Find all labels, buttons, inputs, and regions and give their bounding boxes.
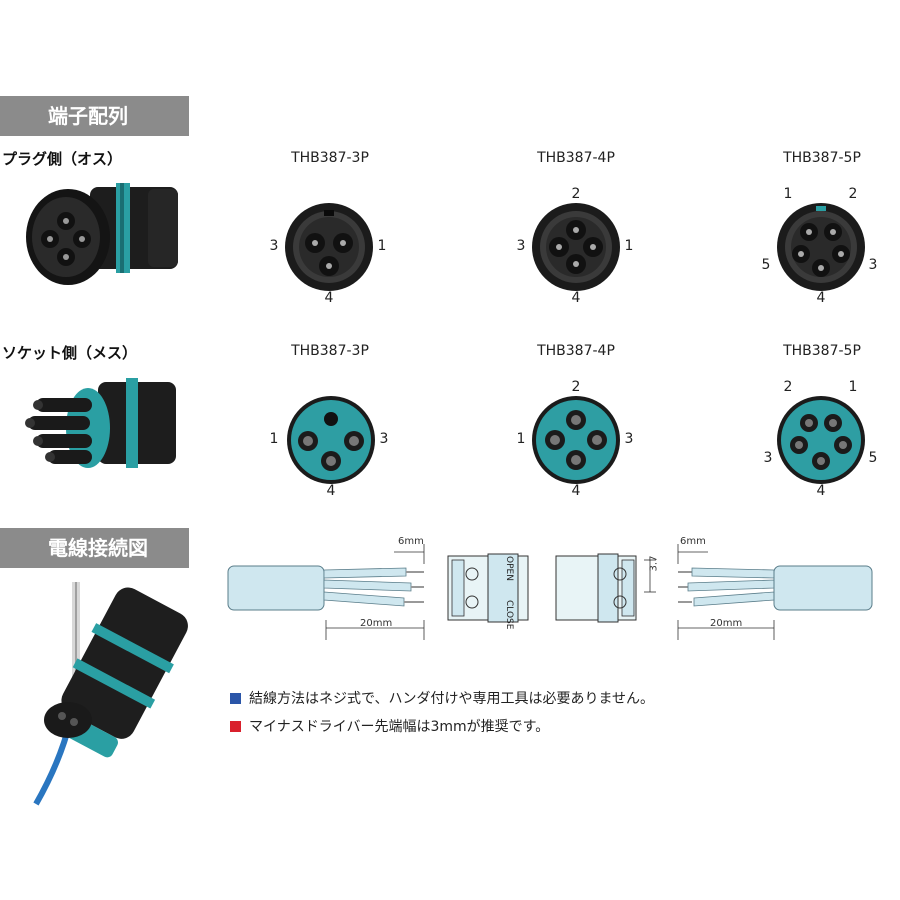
open-label: OPEN xyxy=(504,556,514,581)
socket-3p-pin-left: 1 xyxy=(269,431,279,447)
plug-3p-pin-bottom: 4 xyxy=(324,290,334,306)
plug-4p-face xyxy=(532,203,620,291)
socket-model-5p: THB387-5P xyxy=(783,343,861,359)
dim-gap: 3.7 xyxy=(648,555,660,572)
plug-4p-pin-left: 3 xyxy=(516,238,526,254)
plug-4p-pin-bottom: 4 xyxy=(571,290,581,306)
socket-side-label: ソケット側（メス） xyxy=(2,344,138,362)
note-wiring-method: 結線方法はネジ式で、ハンダ付けや専用工具は必要ありません。 xyxy=(230,688,654,708)
wiring-connector-photo xyxy=(33,582,188,806)
socket-5p-pin-top-right: 1 xyxy=(848,379,858,395)
socket-3p-pin-right: 3 xyxy=(379,431,389,447)
plug-3p-pin-right: 1 xyxy=(377,238,387,254)
dim-strip-right: 6mm xyxy=(680,536,706,547)
socket-4p-face xyxy=(532,396,620,484)
plug-connector-photo xyxy=(26,183,178,285)
note-screwdriver: マイナスドライバー先端幅は3mmが推奨です。 xyxy=(230,716,549,736)
plug-5p-pin-left: 5 xyxy=(761,257,771,273)
wiring-diagram: CLOSE OPEN xyxy=(227,544,873,640)
plug-model-4p: THB387-4P xyxy=(537,150,615,166)
socket-4p-pin-left: 1 xyxy=(516,431,526,447)
socket-5p-pin-top-left: 2 xyxy=(783,379,793,395)
plug-3p-pin-left: 3 xyxy=(269,238,279,254)
plug-4p-pin-right: 1 xyxy=(624,238,634,254)
plug-model-5p: THB387-5P xyxy=(783,150,861,166)
plug-5p-pin-right: 3 xyxy=(868,257,878,273)
socket-5p-face xyxy=(777,396,865,484)
blue-square-icon xyxy=(230,693,241,704)
socket-5p-pin-bottom: 4 xyxy=(816,483,826,499)
close-label: CLOSE xyxy=(504,600,514,630)
plug-model-3p: THB387-3P xyxy=(291,150,369,166)
plug-4p-pin-top: 2 xyxy=(571,186,581,202)
plug-5p-face xyxy=(777,203,865,291)
socket-5p-pin-left: 3 xyxy=(763,450,773,466)
section-header-pin-layout: 端子配列 xyxy=(0,96,189,136)
plug-5p-pin-bottom: 4 xyxy=(816,290,826,306)
socket-connector-photo xyxy=(25,378,176,468)
plug-5p-pin-top-left: 1 xyxy=(783,186,793,202)
socket-5p-pin-right: 5 xyxy=(868,450,878,466)
note-text: マイナスドライバー先端幅は3mmが推奨です。 xyxy=(249,719,550,735)
plug-3p-face xyxy=(285,203,373,291)
socket-model-3p: THB387-3P xyxy=(291,343,369,359)
dim-length-left: 20mm xyxy=(360,618,393,629)
note-text: 結線方法はネジ式で、ハンダ付けや専用工具は必要ありません。 xyxy=(249,691,655,707)
plug-5p-pin-top-right: 2 xyxy=(848,186,858,202)
socket-4p-pin-right: 3 xyxy=(624,431,634,447)
socket-4p-pin-top: 2 xyxy=(571,379,581,395)
red-square-icon xyxy=(230,721,241,732)
section-header-wiring: 電線接続図 xyxy=(0,528,189,568)
socket-3p-face xyxy=(287,396,375,484)
socket-model-4p: THB387-4P xyxy=(537,343,615,359)
socket-4p-pin-bottom: 4 xyxy=(571,483,581,499)
socket-3p-pin-bottom: 4 xyxy=(326,483,336,499)
dim-length-right: 20mm xyxy=(710,618,743,629)
plug-side-label: プラグ側（オス） xyxy=(2,150,123,168)
dim-strip-left: 6mm xyxy=(398,536,424,547)
